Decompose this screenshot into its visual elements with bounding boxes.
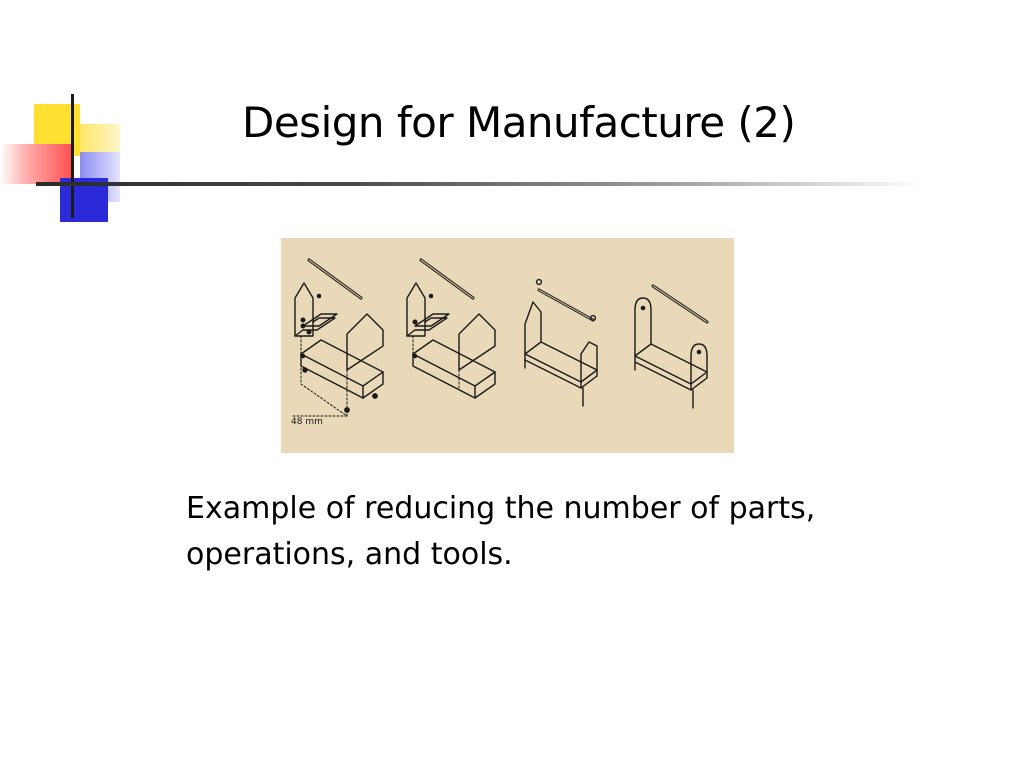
title-rule <box>36 182 926 186</box>
red-bar <box>0 144 72 184</box>
stage-4-drawing <box>634 284 709 409</box>
dimension-label: 48 mm <box>291 417 323 427</box>
decorative-vertical-line <box>71 94 74 218</box>
decorative-squares <box>0 90 140 230</box>
caption-line-1: Example of reducing the number of parts, <box>186 491 816 526</box>
assembly-drawing: 48 mm <box>290 258 709 427</box>
caption-line-2: operations, and tools. <box>186 537 513 572</box>
stage-1-drawing <box>290 258 384 417</box>
assembly-figure: 48 mm <box>281 238 734 453</box>
slide-title: Design for Manufacture (2) <box>242 98 796 147</box>
stage-3-drawing <box>524 278 598 407</box>
yellow-square-light <box>80 124 120 156</box>
slide-caption: Example of reducing the number of parts,… <box>186 486 966 578</box>
stage-2-drawing <box>406 258 496 399</box>
